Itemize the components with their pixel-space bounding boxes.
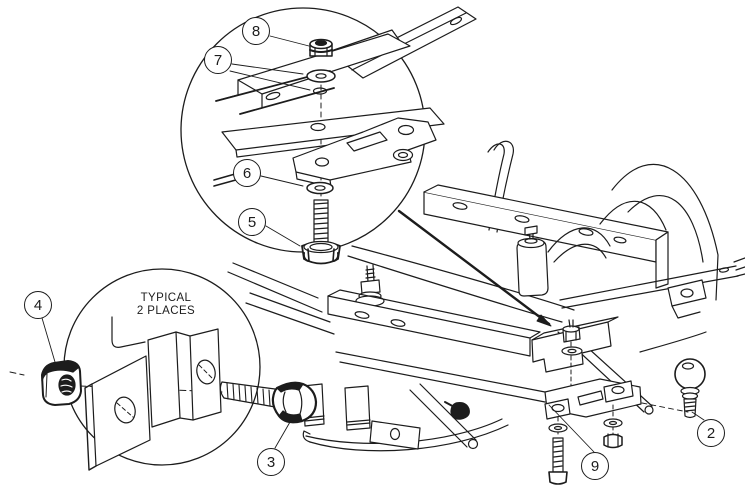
callout-2: 2 bbox=[697, 419, 725, 447]
callout-9: 9 bbox=[581, 452, 609, 480]
hitch-ball bbox=[674, 358, 706, 419]
hitch-mount-assembly bbox=[531, 316, 642, 485]
leader-lines bbox=[41, 209, 705, 453]
callout-6: 6 bbox=[233, 159, 261, 187]
detail-circle-bottom bbox=[9, 268, 318, 471]
detail-circle-top bbox=[180, 6, 477, 265]
note-line-1: TYPICAL bbox=[140, 292, 192, 304]
callout-3: 3 bbox=[257, 448, 285, 476]
note-line-2: 2 PLACES bbox=[136, 305, 196, 317]
callout-8: 8 bbox=[242, 17, 270, 45]
callout-4: 4 bbox=[24, 291, 52, 319]
note-typical-2-places: TYPICAL 2 PLACES bbox=[110, 292, 222, 318]
callout-7: 7 bbox=[204, 46, 232, 74]
chassis-frame bbox=[227, 140, 745, 452]
callout-5: 5 bbox=[238, 208, 266, 236]
